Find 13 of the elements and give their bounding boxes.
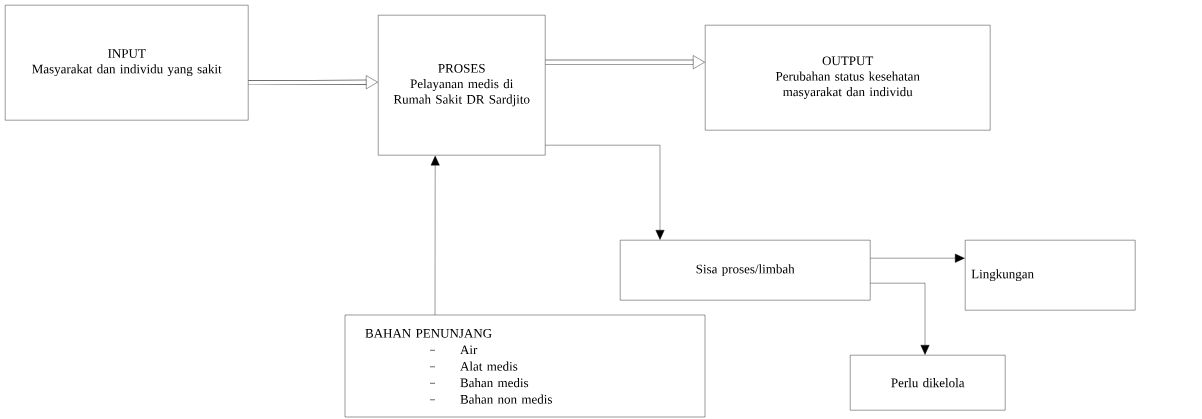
arrow — [248, 75, 378, 90]
materials-box: BAHAN PENUNJANG Air Alat medis Bahan medis Bahan non medis — [344, 314, 706, 418]
arrow — [545, 55, 705, 70]
process-box: OUTPUT Perubahan status kesehatan masyarakat dan individu — [705, 25, 991, 131]
arrow — [870, 253, 965, 263]
process-box: PROSES Pelayanan medis di Rumah Sakit DR Sardjito — [378, 15, 546, 156]
process-box: INPUT Masyarakat dan individu yang sakit — [5, 5, 249, 121]
process-box: Perlu dikelola — [850, 355, 1006, 411]
arrow — [545, 145, 665, 240]
process-box: Lingkungan — [965, 240, 1136, 311]
process-box: Sisa proses/limbah — [620, 240, 871, 301]
arrow — [870, 283, 930, 355]
arrow — [430, 155, 440, 316]
